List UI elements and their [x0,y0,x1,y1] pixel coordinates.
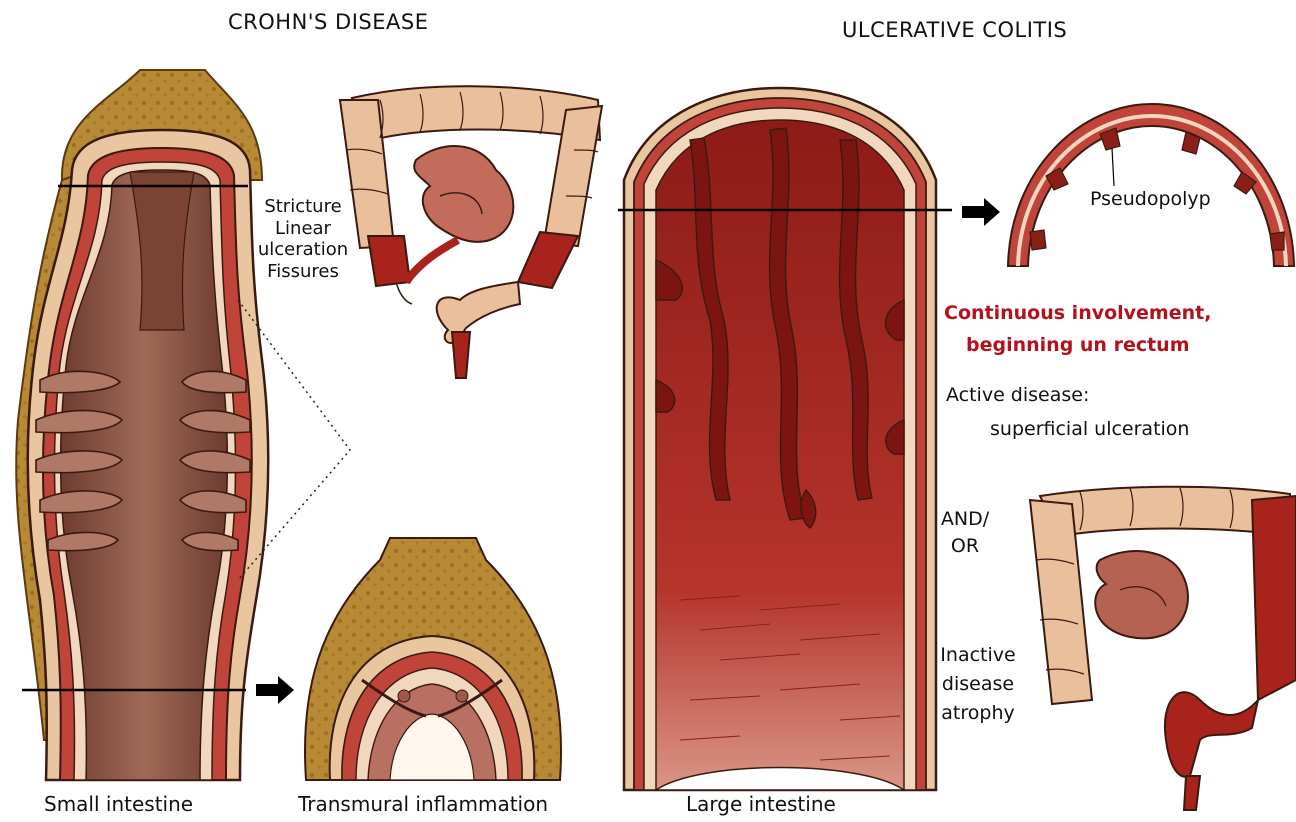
active-disease-line2: superficial ulceration [990,418,1189,441]
and-or-line1: AND/ [936,508,994,531]
inactive-line2: disease [926,673,1030,696]
large-intestine-drawing [618,88,952,790]
continuous-involvement-line1: Continuous involvement, [944,302,1211,325]
crohns-features: Stricture Linear ulceration Fissures [248,196,358,282]
arrow-to-cross-section-icon [256,676,294,704]
crohns-heading: CROHN'S DISEASE [228,10,429,35]
feature-ulceration: ulceration [248,239,358,261]
transmural-cross-section [305,538,561,780]
pseudopolyp-ring [1008,104,1294,266]
small-intestine-drawing [16,70,268,780]
colitis-heading: ULCERATIVE COLITIS [842,18,1067,43]
and-or-label: AND/ OR [936,508,994,558]
uc-colon-drawing [1030,487,1296,810]
pseudopolyp-label: Pseudopolyp [1090,188,1211,211]
arrow-to-pseudopolyp-icon [962,198,1000,226]
inactive-line3: atrophy [926,702,1030,725]
inactive-line1: Inactive [926,644,1030,667]
crohn-colon-drawing [340,86,602,378]
active-disease-line1: Active disease: [946,384,1089,407]
continuous-involvement-line2: beginning un rectum [966,334,1190,357]
feature-fissures: Fissures [248,261,358,283]
small-intestine-caption: Small intestine [44,792,193,816]
large-intestine-caption: Large intestine [686,792,836,816]
feature-linear: Linear [248,218,358,240]
feature-stricture: Stricture [248,196,358,218]
inactive-disease-label: Inactive disease atrophy [926,644,1030,724]
transmural-caption: Transmural inflammation [298,792,548,816]
and-or-line2: OR [936,535,994,558]
